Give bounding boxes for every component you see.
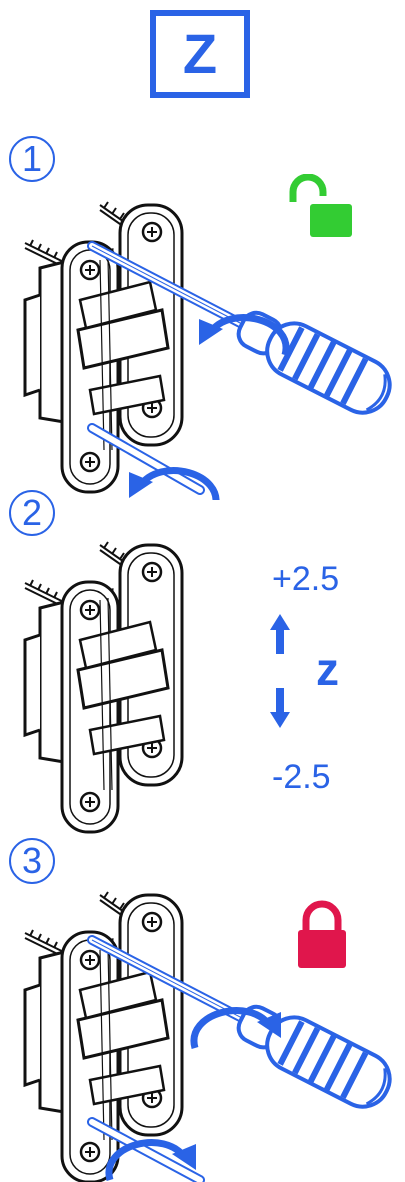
down-arrow-icon	[270, 688, 290, 728]
axis-letter: Z	[182, 22, 218, 85]
step-2-number: 2	[21, 492, 43, 533]
step-2-illustration	[23, 540, 184, 834]
adjust-minus-label: -2.5	[272, 758, 331, 796]
up-arrow-icon	[270, 614, 290, 654]
hinge-illustration	[23, 890, 184, 1182]
step-1-number: 1	[21, 138, 43, 179]
axis-label-box: Z	[150, 10, 250, 98]
step-1-badge: 1	[9, 136, 55, 182]
adjust-axis-label: z	[316, 643, 339, 695]
step-1-illustration	[23, 200, 405, 500]
lock-icon	[298, 900, 346, 968]
unlock-icon	[289, 174, 352, 237]
step-2-badge: 2	[9, 490, 55, 536]
hinge-illustration	[23, 200, 184, 494]
step-3-number: 3	[21, 840, 43, 881]
step-3-illustration	[23, 890, 405, 1182]
adjust-plus-label: +2.5	[272, 560, 340, 598]
hinge-illustration	[23, 540, 184, 834]
step-3-badge: 3	[9, 838, 55, 884]
